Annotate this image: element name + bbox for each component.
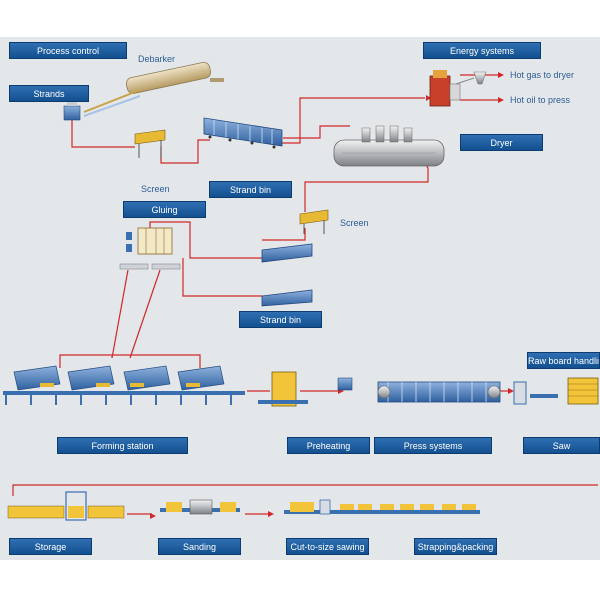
finishing-line [284, 499, 480, 515]
screen-2-label: Screen [340, 218, 369, 228]
dryer-drum [333, 125, 445, 167]
process-control-label: Process control [9, 42, 127, 59]
strand-bin-2-machines [261, 243, 313, 307]
hot-oil-label: Hot oil to press [510, 95, 571, 105]
dryer-label: Dryer [460, 134, 543, 151]
hot-gas-label: Hot gas to dryer [510, 70, 575, 80]
strand-bin-2-label: Strand bin [239, 311, 322, 328]
sanding-line [160, 499, 240, 515]
debarker-drum [83, 61, 224, 117]
saw-label: Saw [523, 437, 600, 454]
continuous-press [337, 377, 501, 403]
energy-systems-label: Energy systems [423, 42, 541, 59]
strapping-packing-label: Strapping&packing [414, 538, 497, 555]
energy-plant [429, 70, 487, 107]
storage-label: Storage [9, 538, 92, 555]
sanding-label: Sanding [158, 538, 241, 555]
storage-stacks [7, 491, 125, 521]
gluing-unit [119, 227, 181, 270]
screen-1-label: Screen [141, 184, 170, 194]
preheating-label: Preheating [287, 437, 370, 454]
strand-bin-1-machine [203, 117, 283, 149]
raw-board-handling-label: Raw board handling [527, 352, 600, 369]
gluing-label: Gluing [123, 201, 206, 218]
strand-bin-1-label: Strand bin [209, 181, 292, 198]
saw-station [513, 377, 599, 405]
forming-line [3, 365, 245, 405]
debarker-label: Debarker [138, 54, 176, 64]
cut-to-size-sawing-label: Cut-to-size sawing [286, 538, 369, 555]
preheater [258, 371, 308, 407]
forming-station-label: Forming station [57, 437, 188, 454]
strands-label: Strands [9, 85, 89, 102]
screen-1-machine [134, 129, 166, 158]
strander-machine [63, 100, 81, 121]
press-systems-label: Press systems [374, 437, 492, 454]
screen-2-machine [299, 209, 329, 234]
